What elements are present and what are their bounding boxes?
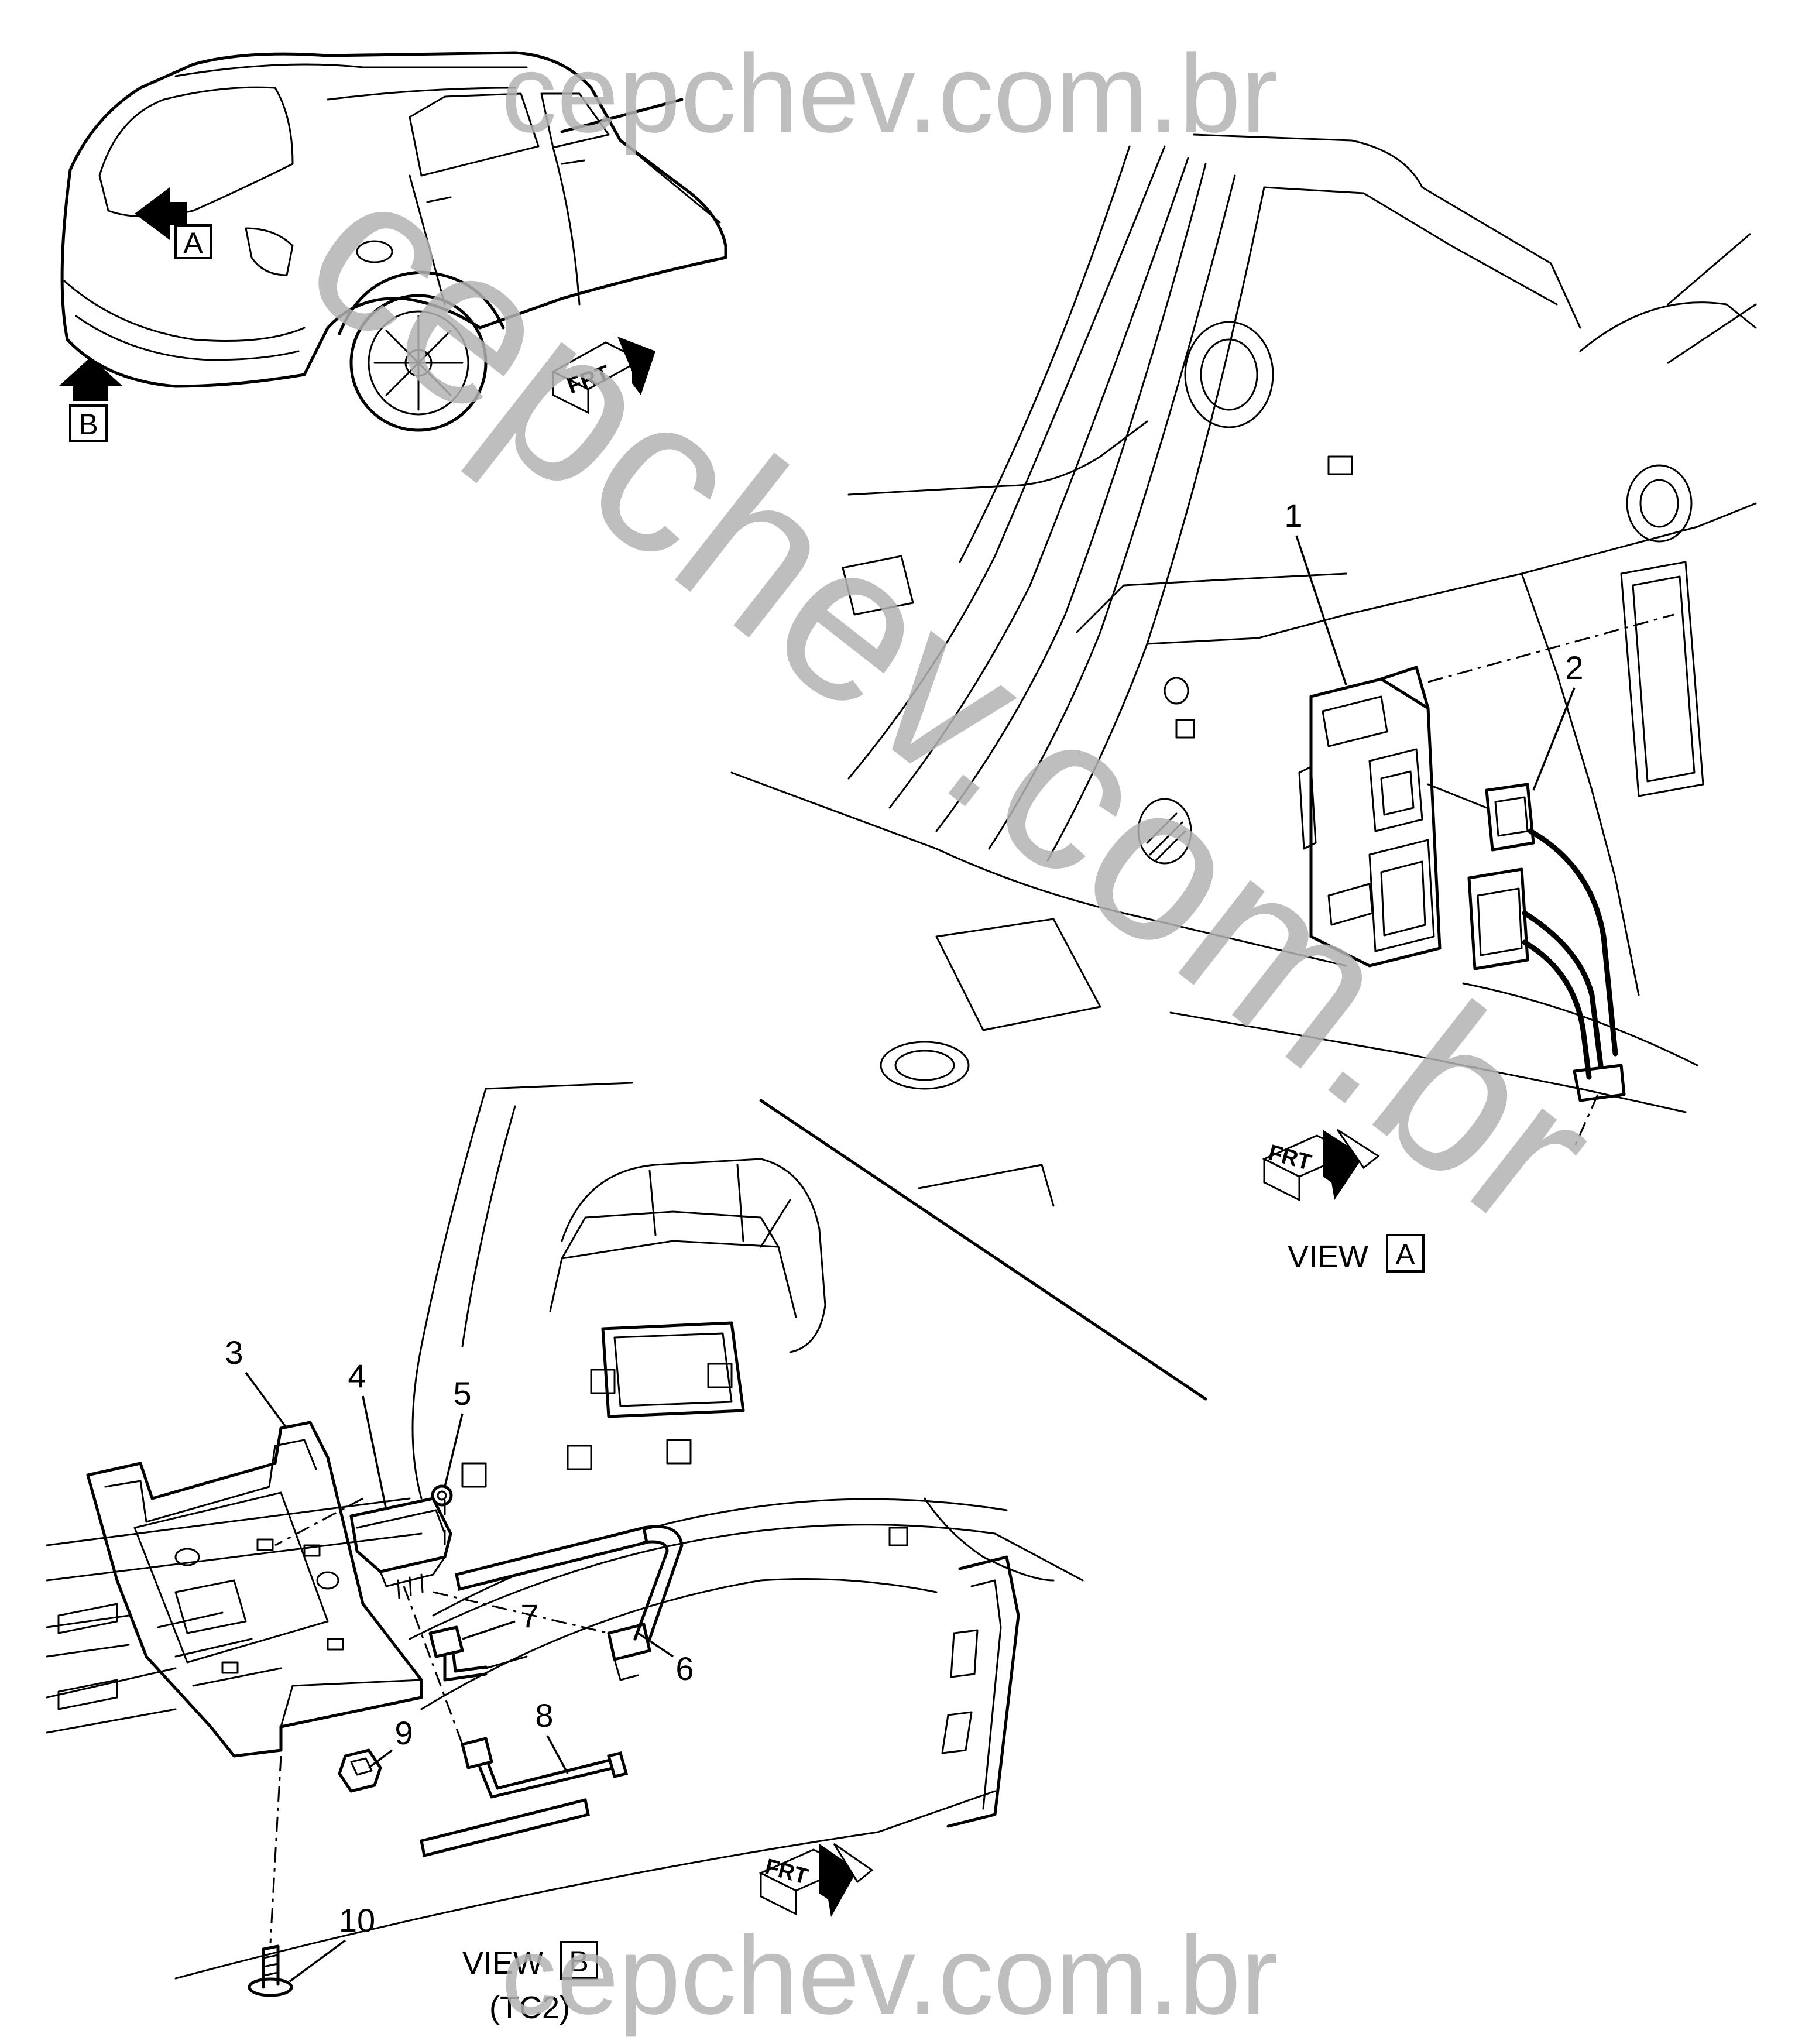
- view-a-arrow-icon: A: [135, 187, 212, 259]
- svg-text:9: 9: [394, 1714, 413, 1751]
- watermark-diagonal: cepchev.com.br: [263, 122, 1640, 1276]
- view-b-illustration: [46, 1082, 1207, 1980]
- view-a-label: VIEW A: [1288, 1234, 1425, 1274]
- nut-9: [338, 1748, 382, 1793]
- vehicle-overview: [60, 51, 727, 432]
- svg-text:VIEW: VIEW: [462, 1946, 543, 1981]
- watermark-bottom: cepchev.com.br: [501, 1913, 1278, 2038]
- view-b-alignment-line-1: [274, 1497, 363, 1546]
- svg-text:2: 2: [1565, 649, 1583, 686]
- svg-text:8: 8: [535, 1697, 553, 1734]
- module-assembly: [1298, 666, 1442, 968]
- callout-10: 10: [289, 1902, 375, 1983]
- view-a-marker: A: [183, 227, 203, 259]
- frt-arrow-icon-view-a: FRT: [1262, 1129, 1380, 1202]
- callout-8: 8: [535, 1697, 569, 1774]
- svg-text:6: 6: [675, 1650, 694, 1687]
- callout-9: 9: [368, 1714, 413, 1769]
- svg-text:1: 1: [1284, 497, 1302, 534]
- frt-arrow-icon-view-b: FRT: [759, 1843, 874, 1917]
- callout-2: 2: [1532, 649, 1584, 791]
- svg-text:4: 4: [348, 1357, 366, 1394]
- view-a-alignment-line: [1427, 613, 1674, 683]
- nut-5: [431, 1484, 453, 1507]
- harness-6: [455, 1525, 684, 1681]
- svg-text:VIEW: VIEW: [1288, 1239, 1368, 1274]
- callout-4: 4: [348, 1357, 387, 1511]
- svg-text:A: A: [1395, 1238, 1415, 1271]
- svg-text:5: 5: [453, 1375, 471, 1412]
- control-module: [349, 1497, 452, 1599]
- bolt-10: [248, 1944, 293, 1997]
- connector-7: [428, 1625, 528, 1682]
- harness-connectors: [1427, 783, 1626, 1102]
- watermark-top: cepchev.com.br: [501, 32, 1278, 156]
- svg-text:10: 10: [339, 1902, 375, 1939]
- view-a-illustration: [730, 133, 1757, 1207]
- view-a-wire-line: [1573, 1094, 1599, 1148]
- svg-text:7: 7: [520, 1597, 538, 1634]
- view-b-alignment-line-3: [269, 1755, 282, 1944]
- view-b-marker: B: [78, 408, 98, 441]
- harness-8: [420, 1737, 629, 1858]
- callout-5: 5: [444, 1375, 472, 1487]
- callout-3: 3: [225, 1334, 288, 1429]
- bracket-assembly: [86, 1421, 423, 1758]
- callout-1: 1: [1284, 497, 1347, 685]
- callout-6: 6: [637, 1632, 694, 1687]
- view-b-sublabel: (TC2): [489, 1990, 570, 2025]
- svg-text:B: B: [569, 1945, 588, 1978]
- svg-text:3: 3: [225, 1334, 243, 1371]
- view-b-alignment-line-2: [403, 1586, 464, 1745]
- view-b-label: VIEW B (TC2): [462, 1941, 598, 2025]
- view-b-arrow-icon: B: [59, 357, 123, 442]
- callout-7: 7: [462, 1597, 539, 1640]
